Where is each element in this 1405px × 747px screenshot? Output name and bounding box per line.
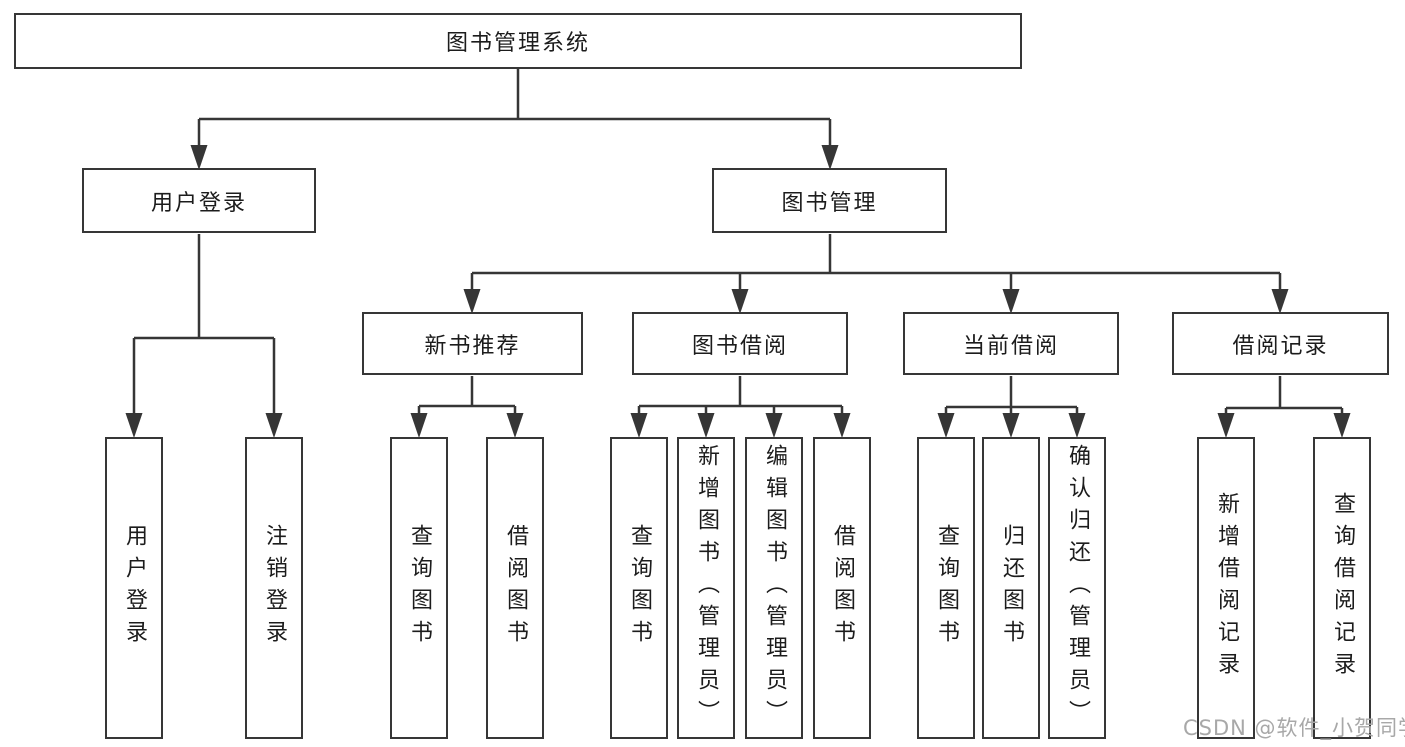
node-book-management: 图书管理: [712, 168, 947, 233]
leaf-query-books-borrow: 查询图书: [610, 437, 668, 739]
leaf-borrow-books: 借阅图书: [813, 437, 871, 739]
leaf-add-borrow-record: 新增借阅记录: [1197, 437, 1255, 739]
leaf-return-books: 归还图书: [982, 437, 1040, 739]
leaf-borrow-books-recommend: 借阅图书: [486, 437, 544, 739]
arrowheads: [125, 145, 1351, 438]
node-user-login: 用户登录: [82, 168, 316, 233]
leaf-add-books-admin: 新增图书（管理员）: [677, 437, 735, 739]
connector-path: [132, 69, 1344, 416]
leaf-query-books-recommend: 查询图书: [390, 437, 448, 739]
leaf-query-books-current: 查询图书: [917, 437, 975, 739]
node-current-borrowing: 当前借阅: [903, 312, 1119, 375]
node-new-book-recommend: 新书推荐: [362, 312, 583, 375]
node-root: 图书管理系统: [14, 13, 1022, 69]
leaf-confirm-return-admin: 确认归还（管理员）: [1048, 437, 1106, 739]
leaf-edit-books-admin: 编辑图书（管理员）: [745, 437, 803, 739]
leaf-query-borrow-record: 查询借阅记录: [1313, 437, 1371, 739]
leaf-logout: 注销登录: [245, 437, 303, 739]
csdn-watermark: CSDN @软件_小贺同学: [1183, 716, 1405, 740]
leaf-user-login: 用户登录: [105, 437, 163, 739]
node-borrowing-records: 借阅记录: [1172, 312, 1389, 375]
node-book-borrowing: 图书借阅: [632, 312, 848, 375]
